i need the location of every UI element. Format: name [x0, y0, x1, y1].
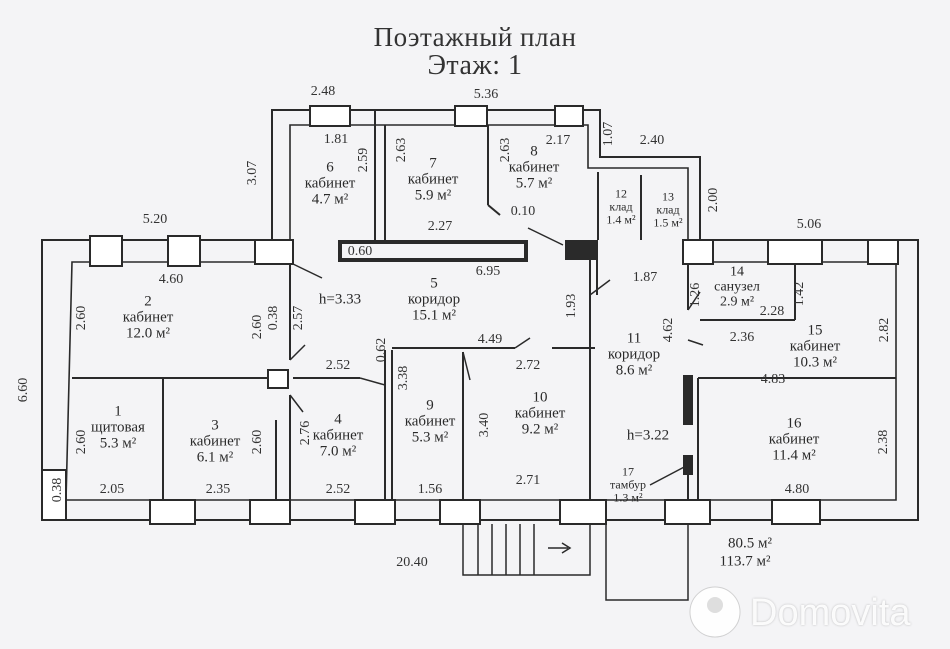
dim-label: 6.95 [475, 264, 501, 279]
dim-label: 4.62 [661, 317, 676, 343]
dim-label: 1.07 [601, 121, 616, 147]
dim-label: 2.59 [356, 147, 371, 173]
dim-label: 2.48 [310, 84, 336, 99]
dim-label: 0.60 [347, 244, 373, 259]
dim-label: 6.60 [16, 377, 31, 403]
dim-label: 1.93 [564, 293, 579, 319]
dim-label: 2.28 [759, 304, 785, 319]
dim-label: 5.36 [473, 87, 499, 102]
dim-label: 4.83 [760, 372, 786, 387]
dim-label: 5.06 [796, 217, 822, 232]
dim-label: 3.40 [477, 412, 492, 438]
dim-label: 2.52 [325, 482, 351, 497]
dim-label: 2.76 [298, 420, 313, 446]
dim-label: 3.38 [396, 365, 411, 391]
floor-label: Этаж: 1 [427, 50, 523, 81]
watermark-text: Domovita [750, 591, 911, 634]
dim-label: 4.60 [158, 272, 184, 287]
watermark: Domovita [690, 586, 911, 640]
dim-label: 2.60 [74, 305, 89, 331]
dim-label: 2.35 [205, 482, 231, 497]
dim-label: 1.42 [792, 281, 807, 307]
dim-label: 2.82 [877, 317, 892, 343]
total-area-overall: 113.7 м² [719, 553, 771, 570]
ceiling-height-left: h=3.33 [318, 291, 362, 308]
dim-label: 2.57 [291, 305, 306, 331]
dim-label: 0.38 [266, 305, 281, 331]
dim-label: 1.56 [417, 482, 443, 497]
dim-label: 0.10 [510, 204, 536, 219]
dim-label: 2.60 [74, 429, 89, 455]
dim-label: 20.40 [396, 555, 428, 570]
dim-label: 2.17 [545, 133, 571, 148]
ceiling-height-right: h=3.22 [626, 427, 670, 444]
dim-label: 2.00 [706, 187, 721, 213]
dim-label: 0.62 [374, 337, 389, 363]
dim-label: 2.60 [250, 314, 265, 340]
dim-label: 2.63 [498, 137, 513, 163]
dim-label: 5.20 [142, 212, 168, 227]
dim-label: 2.52 [325, 358, 351, 373]
total-area-living: 80.5 м² [728, 535, 772, 552]
dim-label: 2.63 [394, 137, 409, 163]
dim-label: 3.07 [245, 160, 260, 186]
dim-label: 2.72 [515, 358, 541, 373]
dim-label: 2.71 [515, 473, 541, 488]
plan-title: Поэтажный план [373, 22, 577, 52]
dim-label: 1.87 [632, 270, 658, 285]
dim-label: 2.40 [639, 133, 665, 148]
dim-label: 1.26 [688, 282, 703, 308]
dim-label: 2.05 [99, 482, 125, 497]
dim-label: 2.36 [729, 330, 755, 345]
dim-label: 4.80 [784, 482, 810, 497]
dim-label: 2.27 [427, 219, 453, 234]
dim-label: 2.60 [250, 429, 265, 455]
dim-label: 4.49 [477, 332, 503, 347]
dim-label: 0.38 [50, 477, 65, 503]
dim-label: 1.81 [323, 132, 349, 147]
dim-label: 2.38 [876, 429, 891, 455]
